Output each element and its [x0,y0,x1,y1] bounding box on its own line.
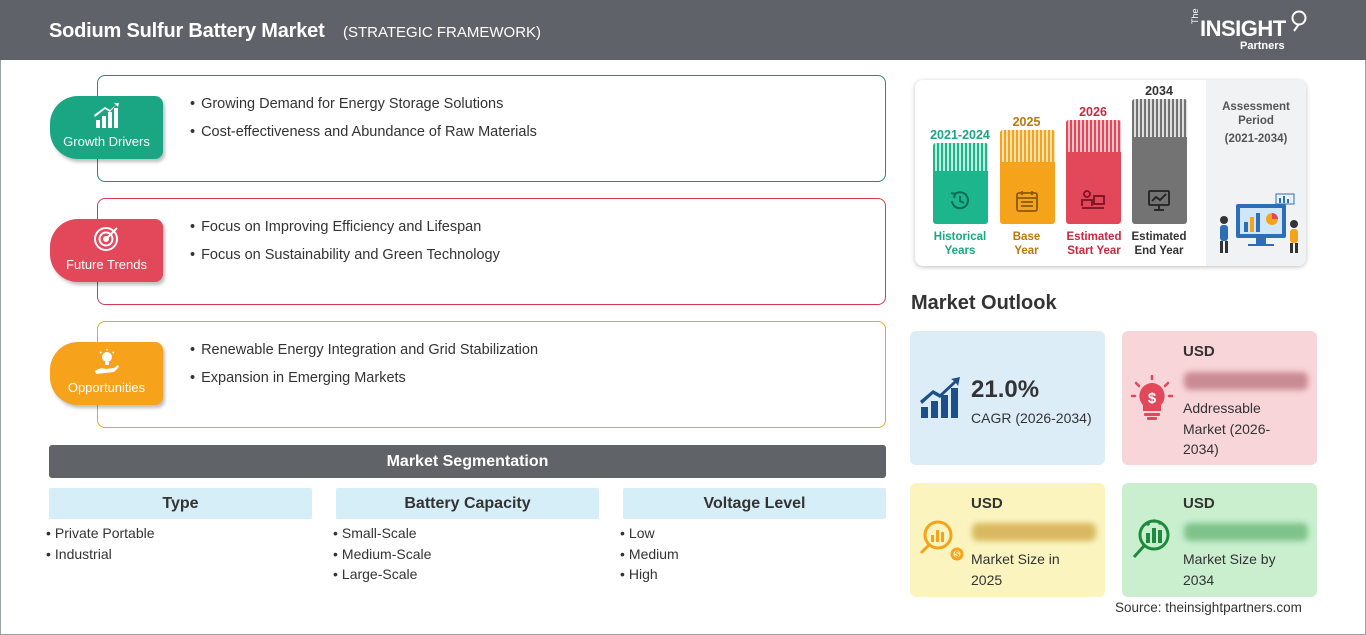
cagr-label: CAGR (2026-2034) [971,410,1092,426]
year-label-historical: 2021-2024 [930,128,990,142]
segment-heading-voltage-level: Voltage Level [623,488,886,519]
assessment-period-label: Assessment Period [1222,101,1290,127]
segment-item: Industrial [46,546,155,567]
source-credit[interactable]: Source: theinsightpartners.com [1115,600,1302,615]
page-title: Sodium Sulfur Battery Market [49,20,325,42]
svg-text:$: $ [955,550,960,559]
addressable-market-card: $ USD Addressable Market (2026-2034) [1122,331,1317,465]
market-outlook-title: Market Outlook [911,292,1057,314]
bar-historical [933,143,988,224]
analyst-dashboard-icon [1220,193,1298,253]
segment-item: Large-Scale [333,566,431,587]
segment-heading-battery-capacity: Battery Capacity [336,488,599,519]
logo-insight: INSIGHT [1200,16,1286,41]
future-trend-item: Focus on Sustainability and Green Techno… [190,247,500,275]
growth-drivers-badge: Growth Drivers [50,96,163,159]
cagr-value: 21.0% [971,376,1040,403]
addressable-value-redacted [1184,372,1308,390]
segment-item: High [620,566,679,587]
growth-driver-item: Growing Demand for Energy Storage Soluti… [190,96,537,124]
dollar-bulb-icon: $ [1131,375,1173,420]
segmentation-title: Market Segmentation [49,445,886,478]
opportunity-item: Expansion in Emerging Markets [190,370,538,398]
segment-item: Small-Scale [333,525,431,546]
bar-estimated-end [1132,99,1187,224]
history-icon [950,191,969,210]
logo-the: The [1190,8,1200,24]
opportunities-badge: Opportunities [50,342,163,405]
page-subtitle: (STRATEGIC FRAMEWORK) [343,24,542,41]
segment-item: Private Portable [46,525,155,546]
market-size-2034-card: USD Market Size by 2034 [1122,483,1317,597]
cagr-card: 21.0% CAGR (2026-2034) [910,331,1105,465]
bar-estimated-start [1066,120,1121,224]
presentation-icon [1081,190,1105,209]
future-trends-label: Future Trends [66,257,147,272]
market-size-2025-card: $ USD Market Size in 2025 [910,483,1105,597]
future-trends-card: Focus on Improving Efficiency and Lifesp… [97,198,886,305]
future-trend-item: Focus on Improving Efficiency and Lifesp… [190,219,500,247]
growth-chart-icon [94,103,119,128]
svg-text:$: $ [1148,390,1157,407]
growth-drivers-card: Growing Demand for Energy Storage Soluti… [97,75,886,182]
year-label-end: 2034 [1145,84,1173,98]
size-2025-value-redacted [972,523,1096,541]
insight-partners-logo[interactable]: The INSIGHT Partners [1190,8,1310,54]
size-2034-label: Market Size by 2034 [1183,551,1276,588]
segment-heading-type: Type [49,488,312,519]
segment-list-voltage-level: Low Medium High [620,525,679,587]
growth-drivers-label: Growth Drivers [63,134,150,149]
opportunities-label: Opportunities [67,380,146,395]
magnifier-chart-icon [1132,519,1170,559]
calendar-icon [1016,191,1038,212]
assessment-period-range: (2021-2034) [1224,133,1288,145]
segment-item: Medium-Scale [333,546,431,567]
growth-driver-item: Cost-effectiveness and Abundance of Raw … [190,124,537,152]
size-2025-label: Market Size in 2025 [971,551,1060,588]
year-label-start: 2026 [1079,105,1107,119]
segment-list-type: Private Portable Industrial [46,525,155,566]
segment-item: Medium [620,546,679,567]
bar-base [1000,130,1055,224]
future-trends-badge: Future Trends [50,219,163,282]
year-label-base: 2025 [1012,115,1041,129]
opportunities-card: Renewable Energy Integration and Grid St… [97,321,886,428]
addressable-label: Addressable Market (2026-2034) [1183,400,1271,457]
size-2025-currency: USD [971,495,1003,512]
size-2034-currency: USD [1183,495,1215,512]
growth-bars-icon [920,377,960,418]
segment-item: Low [620,525,679,546]
addressable-currency: USD [1183,343,1215,360]
size-2034-value-redacted [1184,523,1308,541]
logo-partners: Partners [1240,40,1285,52]
opportunity-item: Renewable Energy Integration and Grid St… [190,342,538,370]
magnifier-coins-icon: $ [919,520,964,561]
segment-list-battery-capacity: Small-Scale Medium-Scale Large-Scale [333,525,431,587]
header-bar: Sodium Sulfur Battery Market (STRATEGIC … [0,0,1366,60]
logo-bulb-icon [1291,10,1307,32]
assessment-period-box: Assessment Period (2021-2034) [1206,80,1306,266]
target-icon [94,227,118,251]
hand-lightbulb-icon [95,349,119,374]
monitor-chart-icon [1148,190,1170,211]
